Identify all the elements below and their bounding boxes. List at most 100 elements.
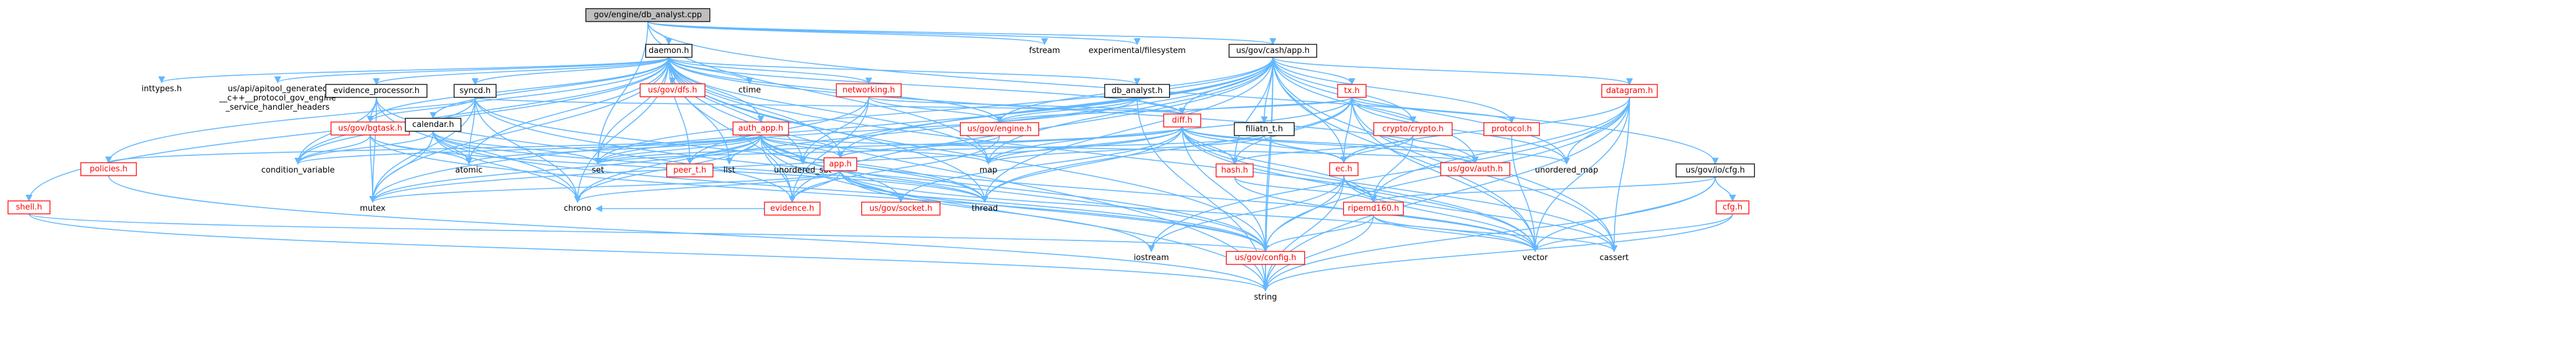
node-peer-t[interactable]: peer_t.h	[666, 163, 714, 177]
node-box	[1483, 122, 1540, 136]
node-label: us/gov/cash/app.h	[1236, 46, 1309, 55]
edge-app-to-gov-config	[840, 170, 1269, 253]
node-label: cassert	[1599, 253, 1628, 263]
node-label: __c++__protocol_gov_engine	[218, 94, 336, 103]
node-box	[585, 8, 711, 22]
edge-bgtask-to-gov-config	[370, 134, 1269, 253]
node-cassert: cassert	[1599, 253, 1628, 263]
node-crypto[interactable]: crypto/crypto.h	[1373, 122, 1453, 136]
edge-auth-app-to-map	[760, 134, 992, 165]
node-gov-socket[interactable]: us/gov/socket.h	[861, 202, 941, 216]
edge-io-cfg-to-ripemd160	[1370, 176, 1716, 203]
node-cash-app[interactable]: us/gov/cash/app.h	[1228, 44, 1317, 58]
node-gov-auth[interactable]: us/gov/auth.h	[1440, 162, 1510, 176]
node-filiatn-t[interactable]: filiatn_t.h	[1233, 122, 1295, 136]
node-condition-variable: condition_variable	[261, 166, 334, 175]
node-evidence[interactable]: evidence.h	[764, 202, 821, 216]
node-protocol[interactable]: protocol.h	[1483, 122, 1540, 136]
node-mutex: mutex	[360, 204, 386, 213]
node-label: iostream	[1133, 253, 1169, 263]
edge-networking-to-gov-engine	[868, 96, 1003, 124]
node-networking[interactable]: networking.h	[835, 83, 902, 97]
node-vector: vector	[1522, 253, 1548, 263]
node-label: db_analyst.h	[1112, 86, 1163, 96]
edge-cfg-to-vector	[1531, 213, 1733, 253]
node-diff[interactable]: diff.h	[1163, 113, 1201, 128]
node-layer: gov/engine/db_analyst.cpp daemon.h fstream…	[7, 8, 1755, 302]
node-unordered-map: unordered_map	[1535, 166, 1599, 175]
edge-syncd-to-atomic	[465, 97, 476, 165]
node-policies[interactable]: policies.h	[80, 162, 137, 176]
node-map: map	[980, 166, 998, 175]
edge-tx-to-map	[985, 97, 1352, 165]
node-syncd[interactable]: syncd.h	[453, 84, 497, 98]
node-app[interactable]: app.h	[823, 157, 858, 171]
edge-app-to-gov-socket	[840, 170, 905, 203]
edge-calendar-to-mutex	[369, 131, 434, 203]
edge-daemon-to-diff	[668, 57, 1186, 115]
node-dfs[interactable]: us/gov/dfs.h	[639, 83, 706, 97]
node-label: _service_handler_headers	[225, 103, 330, 112]
node-ripemd160[interactable]: ripemd160.h	[1343, 202, 1404, 216]
node-box	[1373, 122, 1453, 136]
node-label: us/gov/auth.h	[1447, 165, 1503, 174]
edge-syncd-to-bgtask	[367, 97, 476, 123]
node-label: unordered_map	[1535, 166, 1599, 175]
edge-auth-app-to-evidence	[760, 134, 796, 203]
node-bgtask[interactable]: us/gov/bgtask.h	[330, 121, 410, 136]
node-box	[80, 162, 137, 176]
node-label: fstream	[1029, 46, 1060, 55]
edge-gov-engine-to-evidence	[789, 135, 1000, 203]
node-label: set	[592, 166, 604, 175]
node-label: diff.h	[1172, 116, 1192, 125]
node-box	[1163, 113, 1201, 128]
edge-ripemd160-to-vector	[1373, 214, 1539, 253]
node-box	[1715, 200, 1750, 214]
node-root[interactable]: gov/engine/db_analyst.cpp	[585, 8, 711, 22]
edge-cash-app-to-unordered-set	[799, 57, 1274, 165]
edge-cash-app-to-thread	[981, 57, 1274, 203]
edge-diff-to-mutex	[369, 126, 1183, 203]
edge-root-to-cash-app	[647, 21, 1277, 46]
node-io-cfg[interactable]: us/gov/io/cfg.h	[1675, 163, 1755, 177]
node-box	[325, 84, 428, 98]
node-cfg[interactable]: cfg.h	[1715, 200, 1750, 214]
edge-tx-to-crypto	[1351, 97, 1417, 124]
node-gov-engine[interactable]: us/gov/engine.h	[959, 122, 1040, 136]
edge-diff-to-gov-config	[1182, 126, 1269, 253]
node-daemon[interactable]: daemon.h	[645, 44, 693, 58]
edge-daemon-to-inttypes	[158, 57, 669, 84]
edge-auth-app-to-mutex	[369, 134, 761, 203]
node-label: ripemd160.h	[1348, 204, 1399, 213]
edge-app-to-mutex	[369, 170, 841, 203]
edge-evidence-processor-to-chrono	[376, 97, 581, 203]
node-label: us/gov/bgtask.h	[338, 124, 402, 133]
node-box	[7, 200, 51, 214]
node-auth-app[interactable]: auth_app.h	[732, 121, 789, 136]
node-label: mutex	[360, 204, 386, 213]
edge-diff-to-cassert	[1182, 126, 1618, 253]
edge-daemon-to-policies	[105, 57, 669, 164]
node-ec[interactable]: ec.h	[1329, 162, 1359, 176]
node-gov-config[interactable]: us/gov/config.h	[1225, 251, 1306, 265]
node-box	[666, 163, 714, 177]
edge-cfg-to-string	[1262, 213, 1733, 292]
edge-auth-app-to-set	[594, 134, 761, 165]
node-calendar[interactable]: calendar.h	[405, 118, 462, 132]
node-evidence-processor[interactable]: evidence_processor.h	[325, 84, 428, 98]
node-label: app.h	[829, 160, 852, 169]
node-datagram[interactable]: datagram.h	[1601, 84, 1658, 98]
node-db-analyst[interactable]: db_analyst.h	[1104, 84, 1170, 98]
node-tx[interactable]: tx.h	[1337, 84, 1367, 98]
node-box	[639, 83, 706, 97]
node-label: atomic	[455, 166, 482, 175]
edge-cash-app-to-diff	[1178, 57, 1274, 115]
node-label: unordered_set	[774, 166, 831, 175]
node-label: condition_variable	[261, 166, 334, 175]
node-hash[interactable]: hash.h	[1216, 163, 1254, 177]
node-label: vector	[1522, 253, 1548, 263]
node-label: policies.h	[89, 165, 127, 174]
node-label: evidence_processor.h	[333, 86, 420, 96]
node-shell[interactable]: shell.h	[7, 200, 51, 214]
edge-crypto-to-ec	[1340, 135, 1414, 164]
